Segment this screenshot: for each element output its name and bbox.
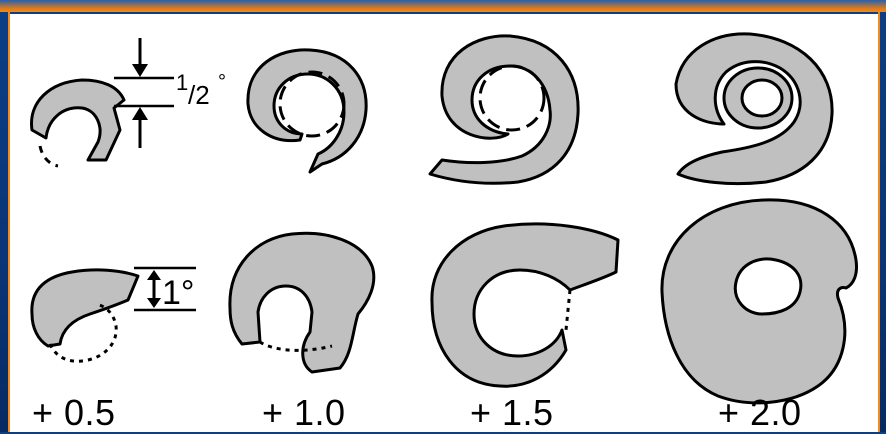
half-degree-unit: ° <box>218 71 226 93</box>
one-degree-label: 1° <box>162 274 195 312</box>
label-plus-2-0: + 2.0 <box>718 392 802 434</box>
right-accent-line <box>878 12 880 432</box>
one-degree-annotation: 1° <box>134 268 196 312</box>
diagram-svg: 1 /2 ° <box>10 14 878 432</box>
label-plus-1-5: + 1.5 <box>470 392 554 434</box>
half-degree-frac: /2 <box>188 80 210 110</box>
shape-r1c2 <box>248 50 366 172</box>
shape-r2c4 <box>662 200 857 403</box>
half-degree-annotation: 1 /2 ° <box>114 38 226 148</box>
shape-r1c3 <box>430 36 578 183</box>
shape-r1c4 <box>676 34 832 184</box>
label-plus-1-0: + 1.0 <box>262 392 346 434</box>
shape-r2c1 <box>32 270 138 361</box>
shape-r2c2 <box>230 233 374 372</box>
shape-r1c1 <box>32 80 124 166</box>
top-accent-bar <box>0 0 886 12</box>
half-degree-whole: 1 <box>176 70 188 95</box>
shape-r2c3 <box>432 224 618 386</box>
label-plus-0-5: + 0.5 <box>32 392 116 434</box>
diagram-panel: 1 /2 ° <box>10 14 878 432</box>
